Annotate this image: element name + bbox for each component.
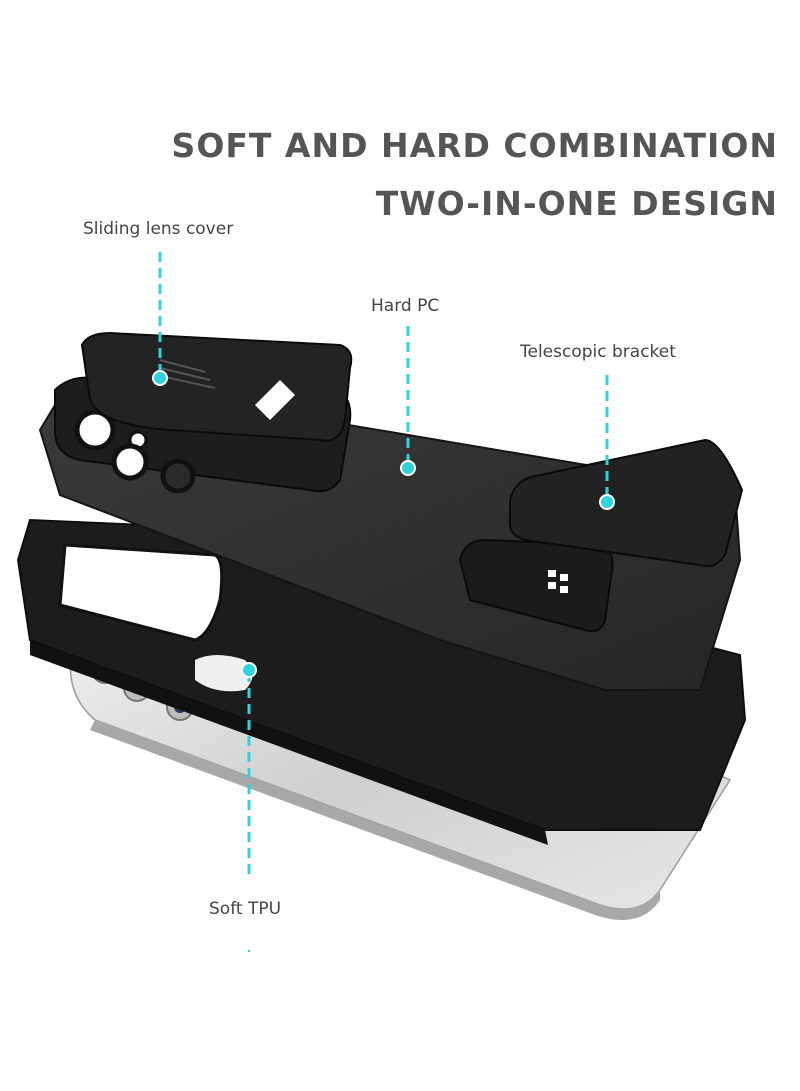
soft-tpu-marker-icon [241, 662, 257, 678]
soft-tpu-layer [16, 518, 747, 845]
lens-hole-1-icon [74, 409, 116, 451]
label-sliding-lens-cover: Sliding lens cover [83, 219, 234, 239]
sliding-lens-cover-marker-icon [152, 370, 168, 386]
hard-pc-layer [38, 331, 744, 691]
sliding-lens-cover-part [80, 331, 353, 442]
hard-pc-marker-icon [400, 460, 416, 476]
telescopic-bracket-marker-icon [599, 494, 615, 510]
lens-hole-3-icon [160, 458, 196, 494]
lens-hole-2-icon [111, 443, 149, 481]
tpu-side-button-cutout [195, 655, 253, 692]
callout-soft-tpu-leader [241, 662, 257, 952]
headline-line-2: TWO-IN-ONE DESIGN [375, 184, 778, 223]
callout-telescopic-bracket-leader [599, 375, 615, 510]
telescopic-bracket-plate [508, 438, 744, 568]
tpu-camera-cutout [58, 543, 224, 642]
headline-line-1: SOFT AND HARD COMBINATION [171, 126, 778, 165]
label-hard-pc: Hard PC [371, 296, 440, 316]
callout-sliding-lens-cover-leader [152, 252, 168, 386]
callout-hard-pc-leader [400, 326, 416, 476]
bracket-base [458, 538, 614, 633]
label-soft-tpu: Soft TPU [209, 899, 282, 919]
label-telescopic-bracket: Telescopic bracket [520, 342, 676, 362]
